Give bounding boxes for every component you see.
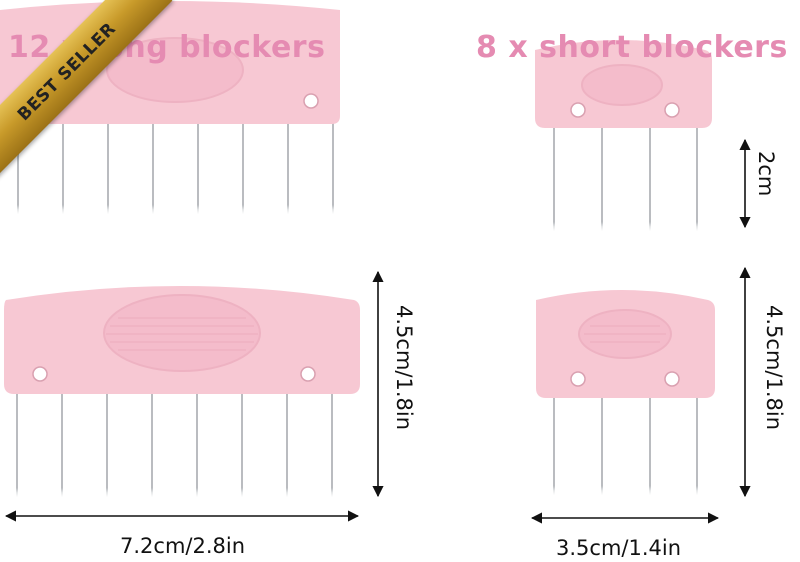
pins [553, 124, 698, 231]
mount-hole [570, 371, 586, 387]
mount-hole [303, 93, 319, 109]
grip-oval [106, 37, 244, 103]
short-blocker-top [535, 40, 712, 231]
pins [553, 395, 698, 495]
mount-hole [664, 371, 680, 387]
pins [16, 390, 333, 497]
grip-ridges [584, 325, 666, 343]
long-blocker-bottom [4, 286, 360, 497]
heading-short-blockers: 8 x short blockers [476, 30, 788, 65]
pins [17, 110, 334, 214]
mount-hole [300, 366, 316, 382]
short-height-label: 4.5cm/1.8in [762, 305, 786, 431]
mount-hole [664, 102, 680, 118]
long-width-label: 7.2cm/2.8in [120, 534, 246, 558]
mount-hole [32, 366, 48, 382]
long-height-label: 4.5cm/1.8in [392, 305, 416, 431]
short-width-label: 3.5cm/1.4in [556, 536, 682, 560]
grip-oval [103, 294, 261, 372]
mount-hole [570, 102, 586, 118]
grip-oval [581, 64, 663, 106]
short-pin-length-label: 2cm [754, 151, 778, 197]
short-blocker-bottom [536, 290, 715, 495]
grip-ridges [106, 317, 258, 351]
